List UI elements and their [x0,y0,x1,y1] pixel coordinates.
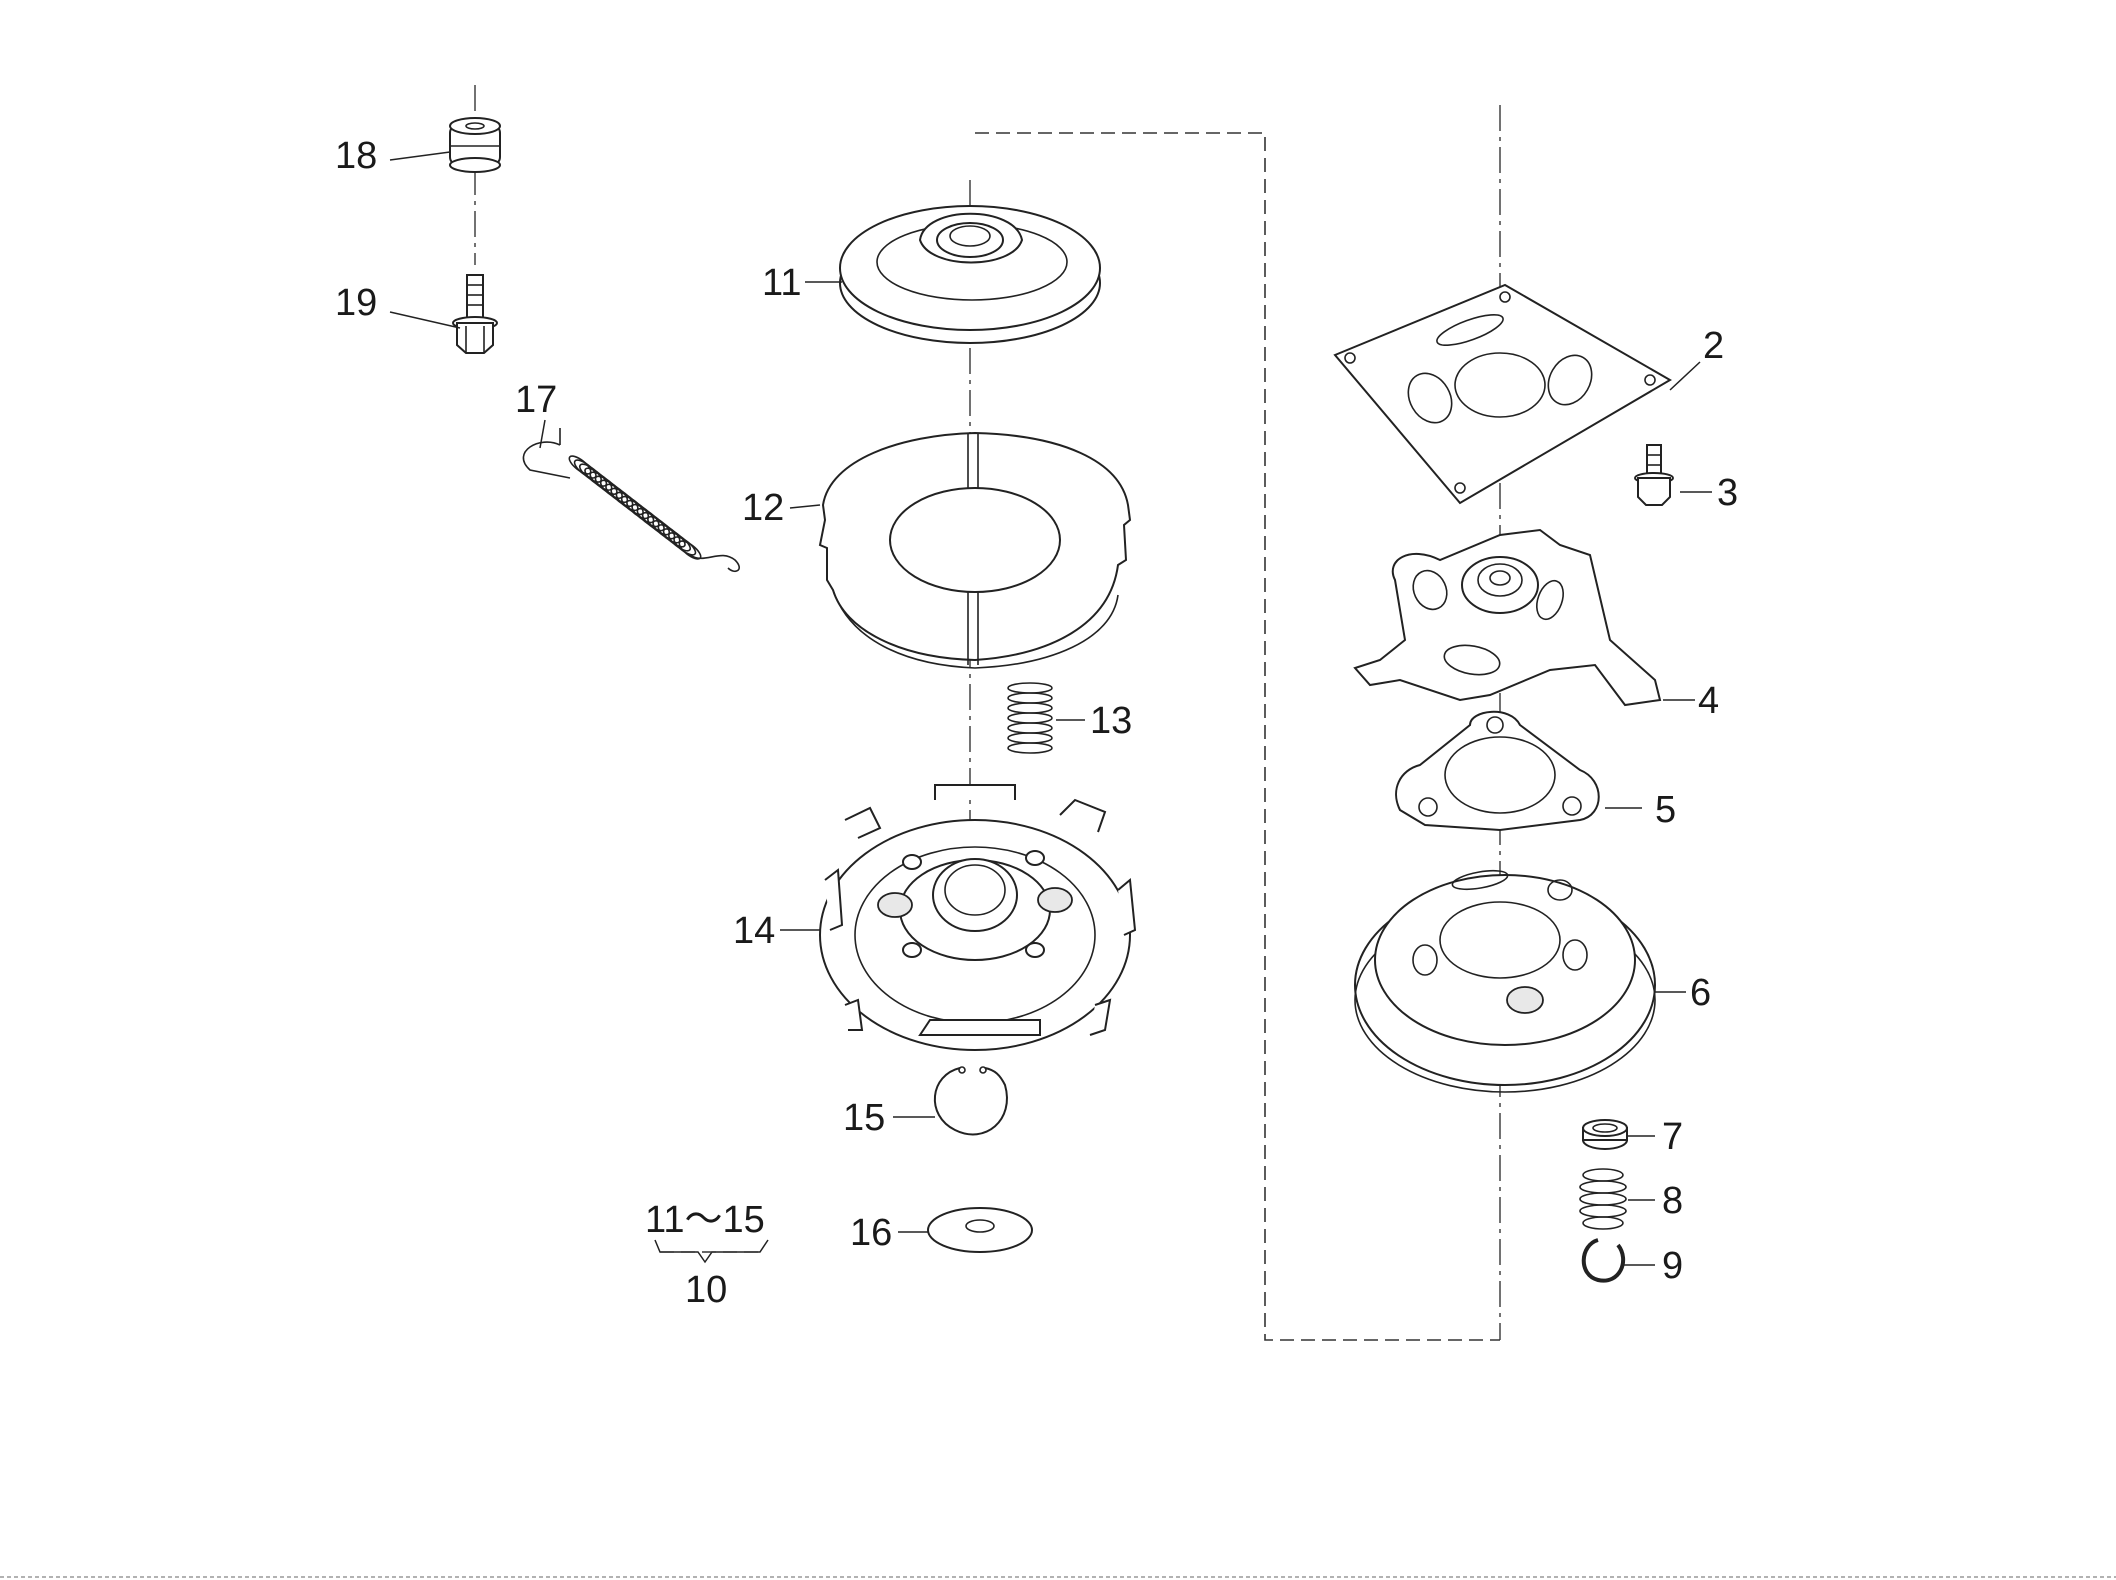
callout-2: 2 [1703,325,1724,367]
callout-17: 17 [515,379,557,421]
callout-19: 19 [335,282,377,324]
callout-5: 5 [1655,789,1676,831]
callout-15: 15 [843,1097,885,1139]
callouts: 18 19 17 11 12 13 14 15 16 11～15 10 2 3 … [335,135,1738,1311]
group-range: 11～15 [645,1199,765,1241]
part-6-clutch-drum [1354,869,1656,1093]
part-8-small-spring [1579,1168,1627,1230]
callout-8: 8 [1662,1180,1683,1222]
part-4-bracket [1353,528,1662,707]
callout-13: 13 [1090,700,1132,742]
part-15-snap-ring [933,1066,1008,1136]
leader-lines [389,151,1712,1266]
part-19-bolt [452,274,498,354]
part-9-small-snap-ring [1581,1238,1626,1283]
callout-11: 11 [762,262,801,304]
group-bracket-10 [654,1239,769,1264]
callout-6: 6 [1690,972,1711,1014]
part-2-mounting-plate [1333,283,1672,505]
part-13-compression-spring [1007,682,1053,754]
callout-10: 10 [685,1269,727,1311]
part-12-friction-disc [818,431,1132,669]
part-14-drive-hub [819,784,1137,1051]
callout-16: 16 [850,1212,892,1254]
part-17-tension-spring [522,428,740,572]
part-16-washer [927,1207,1033,1253]
callout-4: 4 [1698,680,1719,722]
callout-3: 3 [1717,472,1738,514]
callout-12: 12 [742,487,784,529]
part-18-grommet [449,117,501,173]
callout-18: 18 [335,135,377,177]
part-3-bolt [1634,444,1674,506]
callout-9: 9 [1662,1245,1683,1287]
part-5-retainer-plate [1395,710,1600,832]
callout-7: 7 [1662,1116,1683,1158]
part-7-cap [1582,1119,1628,1150]
callout-14: 14 [733,910,775,952]
part-11-cover-plate [839,205,1101,344]
